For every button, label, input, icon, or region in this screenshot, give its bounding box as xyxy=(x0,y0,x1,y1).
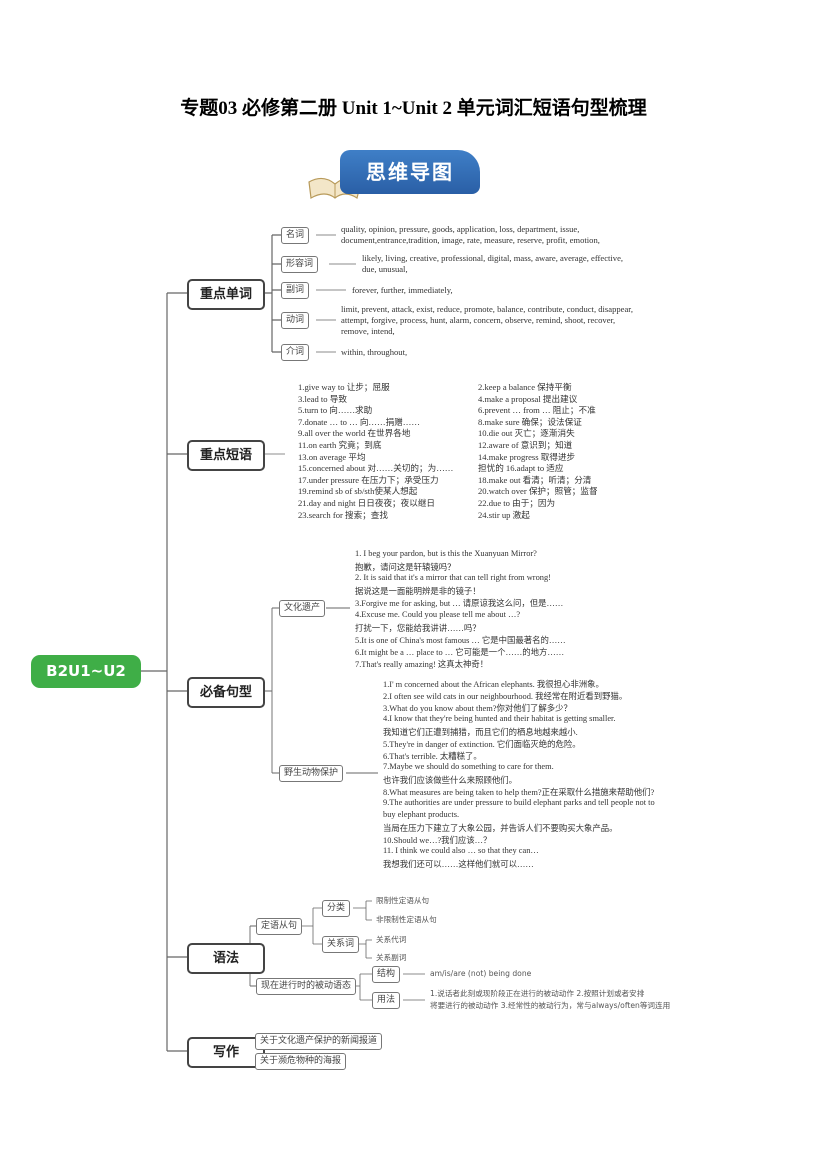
phrase-item: 1.give way to 让步；屈服 xyxy=(298,382,390,392)
phrase-item: 3.lead to 导致 xyxy=(298,393,347,404)
sentence-line: 1.I' m concerned about the African eleph… xyxy=(383,680,604,689)
sentence-line: 抱歉，请问这是轩辕镜吗？ xyxy=(355,563,456,573)
node-usage: 用法 xyxy=(372,992,401,1009)
usage-line: 将要进行的被动动作 3.经常性的被动行为，常与always/often等词连用 xyxy=(430,1001,671,1010)
noun-words: quality, opinion, pressure, goods, appli… xyxy=(341,224,600,246)
sentence-line: 9.The authorities are under pressure to … xyxy=(383,798,655,807)
sentence-line: 6.That's terrible. 太糟糕了。 xyxy=(383,752,482,761)
sentence-line: 3.Forgive me for asking, but … 请原谅我这么问，但… xyxy=(355,599,564,609)
usage-line: 1.说话者此刻或现阶段正在进行的被动动作 2.按照计划或者安排 xyxy=(430,989,645,998)
phrase-item: 12.aware of 意识到；知道 xyxy=(478,440,573,450)
node-key-words: 重点单词 xyxy=(187,279,265,310)
sentence-line: 据说这是一面能明辨是非的镜子！ xyxy=(355,587,481,597)
relative-adverb: 关系副词 xyxy=(376,953,407,962)
sentence-line: 当局在压力下建立了大象公园，并告诉人们不要购买大象产品。 xyxy=(383,824,618,833)
node-present-progressive-passive: 现在进行时的被动语态 xyxy=(256,978,357,995)
phrase-item: 23.search for 搜索；查找 xyxy=(298,509,388,520)
phrase-item: 7.donate … to … 向……捐赠…… xyxy=(298,416,420,427)
sentence-line: 3.What do you know about them?你对他们了解多少？ xyxy=(383,704,572,713)
phrase-item: 21.day and night 日日夜夜；夜以继日 xyxy=(298,498,436,508)
sentence-line: 11. I think we could also … so that they… xyxy=(383,846,539,855)
writing-news-report: 关于文化遗产保护的新闻报道 xyxy=(255,1033,383,1050)
phrase-item: 15.concerned about 对……关切的；为…… xyxy=(298,463,454,474)
word-line: due, unusual, xyxy=(362,264,408,274)
node-attributive-clause: 定语从句 xyxy=(256,918,303,935)
phrase-item: 8.make sure 确保；设法保证 xyxy=(478,416,582,427)
sentence-line: 2.I often see wild cats in our neighbour… xyxy=(383,692,628,701)
writing-poster: 关于濒危物种的海报 xyxy=(255,1053,347,1070)
node-classification: 分类 xyxy=(322,900,351,917)
phrase-item: 14.make progress 取得进步 xyxy=(478,451,576,462)
sentence-line: 也许我们应该做些什么来照顾他们。 xyxy=(383,776,517,785)
sentence-line: 8.What measures are being taken to help … xyxy=(383,788,655,797)
node-relatives: 关系词 xyxy=(322,936,360,953)
phrase-item: 担忧的 16.adapt to 适应 xyxy=(478,463,564,474)
node-grammar: 语法 xyxy=(187,943,265,974)
adjective-words: likely, living, creative, professional, … xyxy=(362,253,623,275)
relative-pronoun: 关系代词 xyxy=(376,935,407,944)
phrase-item: 6.prevent … from … 阻止；不准 xyxy=(478,405,596,416)
sentence-line: 7.That's really amazing! 这真太神奇！ xyxy=(355,659,489,669)
node-writing: 写作 xyxy=(187,1037,265,1068)
sentence-line: 10.Should we…?我们应该…？ xyxy=(383,836,492,845)
phrase-item: 11.on earth 究竟；到底 xyxy=(298,440,382,450)
word-line: limit, prevent, attack, exist, reduce, p… xyxy=(341,304,633,314)
sentence-line: 7.Maybe we should do something to care f… xyxy=(383,762,554,771)
phrase-item: 17.under pressure 在压力下；承受压力 xyxy=(298,474,439,485)
phrase-item: 13.on average 平均 xyxy=(298,451,366,462)
root-node: B2U1~U2 xyxy=(31,655,141,688)
word-line: remove, intend, xyxy=(341,326,395,336)
phrase-item: 9.all over the world 在世界各地 xyxy=(298,428,411,439)
sentence-line: 1. I beg your pardon, but is this the Xu… xyxy=(355,549,537,558)
preposition-words: within, throughout, xyxy=(341,347,407,358)
node-wildlife-protection: 野生动物保护 xyxy=(279,765,344,782)
mindmap-banner: 思维导图 xyxy=(340,150,480,194)
node-cultural-heritage: 文化遗产 xyxy=(279,600,326,617)
sentence-line: 2. It is said that it's a mirror that ca… xyxy=(355,573,551,583)
node-key-sentences: 必备句型 xyxy=(187,677,265,708)
sentence-line: 5.It is one of China's most famous … 它是中… xyxy=(355,635,566,645)
word-line: within, throughout, xyxy=(341,347,408,357)
word-line: attempt, forgive, process, hunt, alarm, … xyxy=(341,315,616,325)
node-verb: 动词 xyxy=(281,312,310,329)
node-noun: 名词 xyxy=(281,227,310,244)
sentence-line: 6.It might be a … place to … 它可能是一个……的地方… xyxy=(355,647,565,657)
sentence-line: 4.I know that they're being hunted and t… xyxy=(383,714,616,723)
sentence-line: 打扰一下，您能给我讲讲……吗？ xyxy=(355,623,481,633)
structure-text: am/is/are (not) being done xyxy=(430,969,532,978)
adverb-words: forever, further, immediately, xyxy=(352,285,453,296)
node-structure: 结构 xyxy=(372,966,401,983)
word-line: document,entrance,tradition, image, rate… xyxy=(341,235,600,245)
sentence-line: 5.They're in danger of extinction. 它们面临灭… xyxy=(383,740,581,749)
phrase-item: 22.due to 由于；因为 xyxy=(478,498,556,508)
sentence-line: 4.Excuse me. Could you please tell me ab… xyxy=(355,609,521,619)
nonrestrictive-clause: 非限制性定语从句 xyxy=(376,915,437,924)
restrictive-clause: 限制性定语从句 xyxy=(376,896,430,905)
sentence-line: 我想我们还可以……这样他们就可以…… xyxy=(383,860,534,869)
verb-words: limit, prevent, attack, exist, reduce, p… xyxy=(341,304,633,337)
sentence-line: buy elephant products. xyxy=(383,810,460,819)
node-key-phrases: 重点短语 xyxy=(187,440,265,471)
word-line: quality, opinion, pressure, goods, appli… xyxy=(341,224,580,234)
page-title: 专题03 必修第二册 Unit 1~Unit 2 单元词汇短语句型梳理 xyxy=(180,98,647,119)
phrase-item: 5.turn to 向……求助 xyxy=(298,405,373,416)
usage-text: 1.说话者此刻或现阶段正在进行的被动动作 2.按照计划或者安排将要进行的被动动作… xyxy=(430,988,670,1012)
node-adjective: 形容词 xyxy=(281,256,319,273)
node-preposition: 介词 xyxy=(281,344,310,361)
phrase-item: 20.watch over 保护；照管；监督 xyxy=(478,486,598,497)
word-line: likely, living, creative, professional, … xyxy=(362,253,624,263)
phrase-item: 24.stir up 激起 xyxy=(478,509,530,520)
sentence-line: 我知道它们正遭到捕猎，而且它们的栖息地越来越小. xyxy=(383,728,578,737)
phrase-item: 18.make out 看清；听清；分清 xyxy=(478,474,592,485)
phrase-item: 19.remind sb of sb/sth使某人想起 xyxy=(298,486,418,497)
phrase-item: 10.die out 灭亡；逐渐消失 xyxy=(478,428,575,439)
node-adverb: 副词 xyxy=(281,282,310,299)
word-line: forever, further, immediately, xyxy=(352,285,453,295)
phrase-item: 4.make a proposal 提出建议 xyxy=(478,393,578,404)
phrase-item: 2.keep a balance 保持平衡 xyxy=(478,382,572,392)
